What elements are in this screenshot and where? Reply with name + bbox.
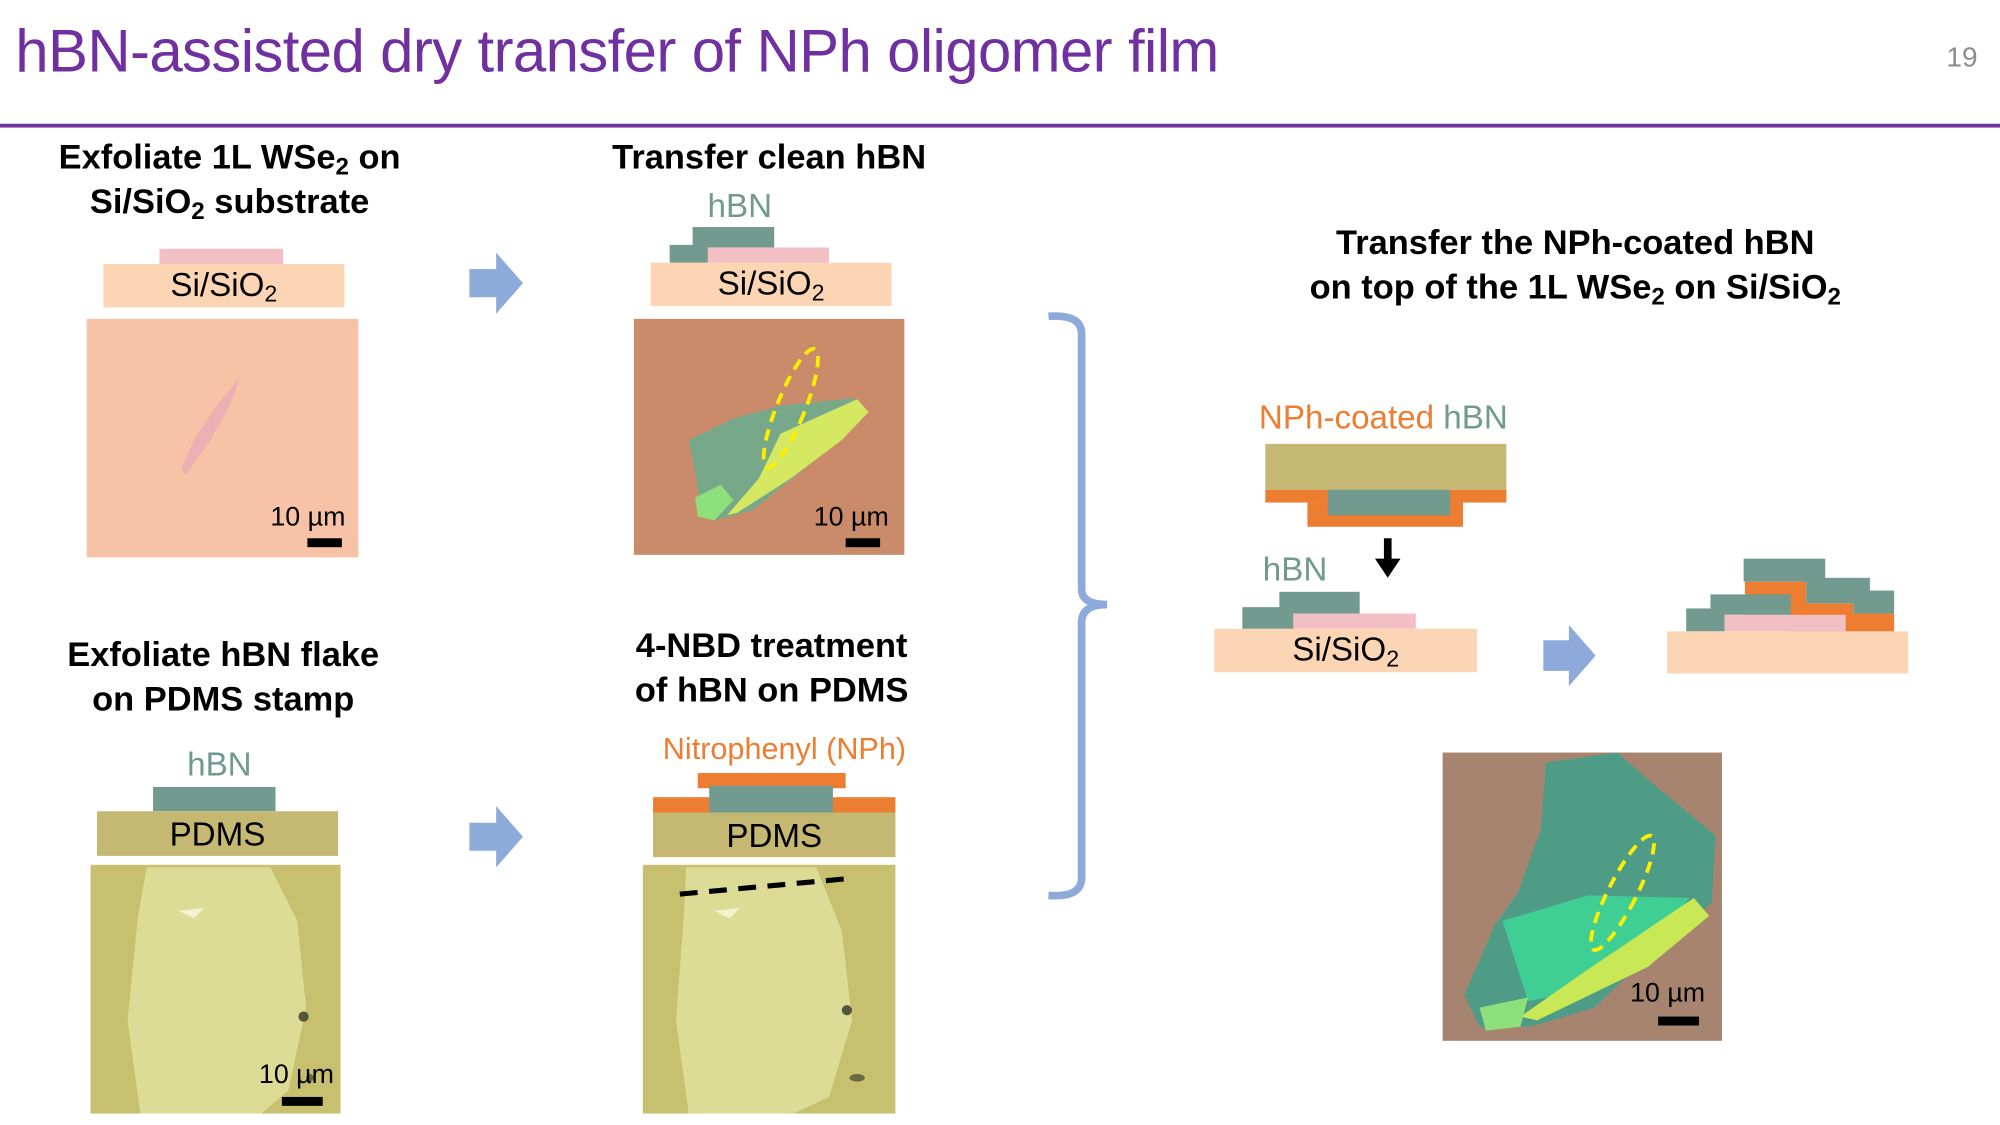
arrow-right-icon — [1543, 624, 1596, 687]
subscript: 2 — [335, 153, 349, 181]
micrograph-hbn-on-pdms — [90, 864, 341, 1114]
micrograph-nbd-treated — [642, 864, 896, 1114]
heading-text: of hBN on PDMS — [634, 670, 909, 710]
subscript: 2 — [191, 198, 205, 226]
slide-title: hBN-assisted dry transfer of NPh oligome… — [15, 16, 1219, 85]
step5-heading: Transfer the NPh-coated hBN on top of th… — [1224, 221, 1926, 310]
hbn-layer — [153, 786, 276, 812]
hbn-label: hBN — [707, 186, 773, 225]
scale-label: 10 µm — [1630, 978, 1706, 1008]
pdms-label: PDMS — [726, 816, 823, 855]
heading-text: Exfoliate hBN flake — [67, 635, 380, 674]
pdms-block — [1265, 443, 1507, 490]
substrate-label: Si/SiO2 — [170, 265, 278, 307]
step3-heading: Exfoliate hBN flake on PDMS stamp — [32, 633, 415, 722]
heading-text: on PDMS stamp — [92, 679, 355, 719]
substrate-label: Si/SiO2 — [1292, 630, 1400, 672]
hbn-label: hBN — [1262, 549, 1328, 589]
substrate-label: Si/SiO2 — [717, 264, 825, 306]
hbn-layer — [1242, 607, 1294, 629]
heading-text: substrate — [204, 182, 370, 221]
scale-label: 10 µm — [813, 502, 889, 532]
heading-text: Si/SiO — [89, 182, 192, 221]
nph-label: Nitrophenyl (NPh) — [662, 732, 907, 767]
final-stack — [1667, 558, 1909, 674]
heading-text: Exfoliate 1L WSe — [58, 137, 336, 177]
scale-bar — [845, 538, 881, 548]
hbn-layer — [1279, 591, 1360, 614]
micrograph-final — [1442, 752, 1722, 1041]
scale-bar — [307, 538, 342, 548]
hbn-layer — [709, 785, 833, 813]
substrate-block — [1214, 628, 1478, 673]
wse2-layer — [1293, 613, 1416, 629]
nph-coating — [697, 772, 846, 789]
heading-text: Transfer the NPh-coated hBN — [1336, 223, 1815, 262]
arrow-down-icon — [1374, 538, 1401, 578]
pdms-label: PDMS — [169, 815, 266, 854]
title-divider — [0, 123, 2000, 128]
arrow-right-icon — [469, 252, 523, 314]
hbn-layer — [1327, 489, 1451, 516]
wse2-layer — [707, 247, 830, 263]
hbn-layer — [692, 227, 775, 248]
heading-text: 4-NBD treatment — [635, 626, 908, 665]
hbn-label: hBN — [187, 744, 252, 784]
substrate-block — [650, 262, 892, 307]
hbn-layer — [669, 244, 708, 263]
wse2-layer — [159, 248, 284, 265]
scale-bar — [281, 1096, 323, 1106]
pdms-block — [653, 812, 896, 858]
micrograph-hbn-on-wse2 — [633, 318, 905, 555]
substrate-block — [103, 264, 345, 308]
page-number: 19 — [1946, 40, 1978, 73]
scale-bar — [1658, 1016, 1699, 1026]
step2-heading: Transfer clean hBN — [612, 137, 927, 177]
nph-coated-hbn-label: NPh-coated hBN — [1258, 397, 1508, 437]
scale-label: 10 µm — [270, 502, 346, 532]
step1-heading: Exfoliate 1L WSe2 on Si/SiO2 substrate — [38, 135, 421, 224]
step4-heading: 4-NBD treatment of hBN on PDMS — [580, 624, 963, 713]
micrograph-wse2 — [86, 318, 359, 558]
bracket — [1048, 312, 1108, 900]
arrow-right-icon — [469, 806, 523, 868]
heading-text: on — [348, 137, 401, 177]
pdms-block — [96, 811, 339, 856]
scale-label: 10 µm — [258, 1059, 334, 1090]
